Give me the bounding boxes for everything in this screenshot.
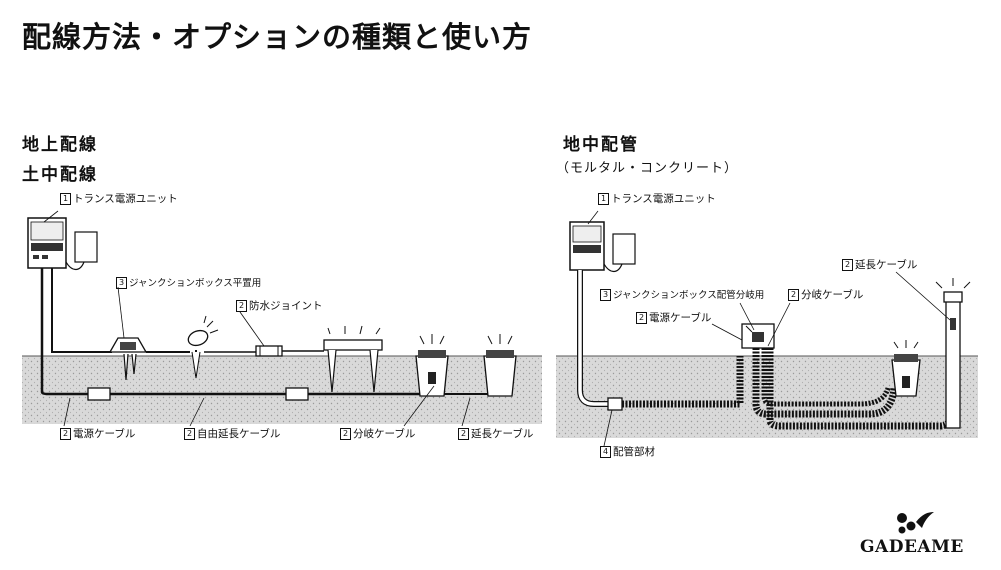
connector-2	[285, 387, 309, 401]
uplight-2	[483, 334, 517, 397]
junction-box-flat	[108, 337, 148, 381]
bench-light	[323, 325, 383, 393]
pipe-fitting	[607, 397, 623, 411]
post-light	[935, 278, 971, 429]
left-diagram	[22, 210, 542, 427]
uplight-1	[415, 334, 449, 397]
left-heading-above-ground: 地上配線	[22, 135, 98, 155]
right-diagram	[556, 210, 978, 447]
left-transformer-unit	[27, 217, 98, 271]
right-transformer-unit	[569, 221, 636, 273]
right-subheading: （モルタル・コンクリート）	[556, 161, 739, 176]
connector-1	[87, 387, 111, 401]
page-title: 配線方法・オプションの種類と使い方	[22, 20, 533, 54]
left-heading-underground: 土中配線	[22, 165, 98, 185]
spotlight-fixture	[187, 315, 219, 379]
logo-mark	[897, 512, 934, 534]
right-heading-conduit: 地中配管	[563, 135, 639, 155]
gadeame-logo: GADEAME	[860, 537, 964, 557]
right-uplight	[891, 340, 921, 397]
